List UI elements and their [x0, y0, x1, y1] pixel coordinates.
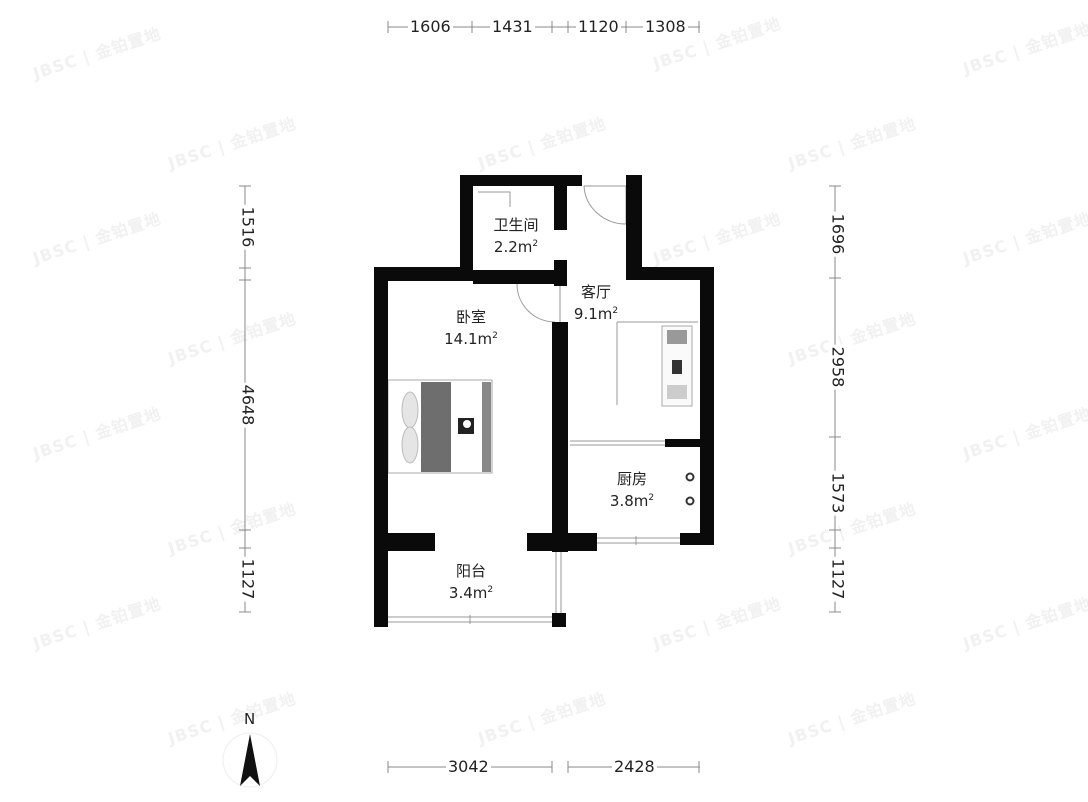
dim-bottom-1: 3042 [446, 757, 491, 776]
dim-top-2: 1431 [490, 17, 535, 36]
dim-right-2: 2958 [828, 344, 848, 390]
compass-group [222, 732, 278, 788]
bed-furniture [387, 379, 493, 474]
compass-north-label: N [244, 710, 256, 728]
room-area: 14.1m [444, 330, 493, 348]
room-name: 厨房 [616, 470, 648, 488]
dim-bottom-2: 2428 [612, 757, 657, 776]
dim-right-1: 1696 [828, 211, 848, 257]
room-name: 客厅 [580, 283, 612, 301]
room-living: 客厅 9.1m2 [573, 283, 619, 323]
dim-top-1: 1606 [408, 17, 453, 36]
room-area: 3.4m [448, 584, 488, 602]
room-name: 卫生间 [493, 216, 539, 234]
dim-top-3: 1120 [576, 17, 621, 36]
room-balcony: 阳台 3.4m2 [448, 562, 494, 602]
room-name: 卧室 [455, 308, 486, 326]
dim-top-4: 1308 [643, 17, 688, 36]
dim-right-3: 1573 [828, 470, 848, 516]
stove [685, 472, 695, 506]
room-bathroom: 卫生间 2.2m2 [493, 216, 539, 256]
room-name: 阳台 [455, 562, 487, 580]
room-area: 3.8m [609, 492, 649, 510]
room-bedroom: 卧室 14.1m2 [444, 308, 498, 348]
room-area: 2.2m [493, 238, 533, 256]
room-kitchen: 厨房 3.8m2 [609, 470, 655, 510]
dim-left-1: 1516 [238, 204, 258, 250]
room-area: 9.1m [573, 305, 613, 323]
dim-left-2: 4648 [238, 382, 258, 428]
dim-right-4: 1127 [828, 556, 848, 602]
living-furniture [661, 325, 693, 407]
north-arrow-icon [223, 733, 277, 787]
dim-left-3: 1127 [238, 556, 258, 602]
